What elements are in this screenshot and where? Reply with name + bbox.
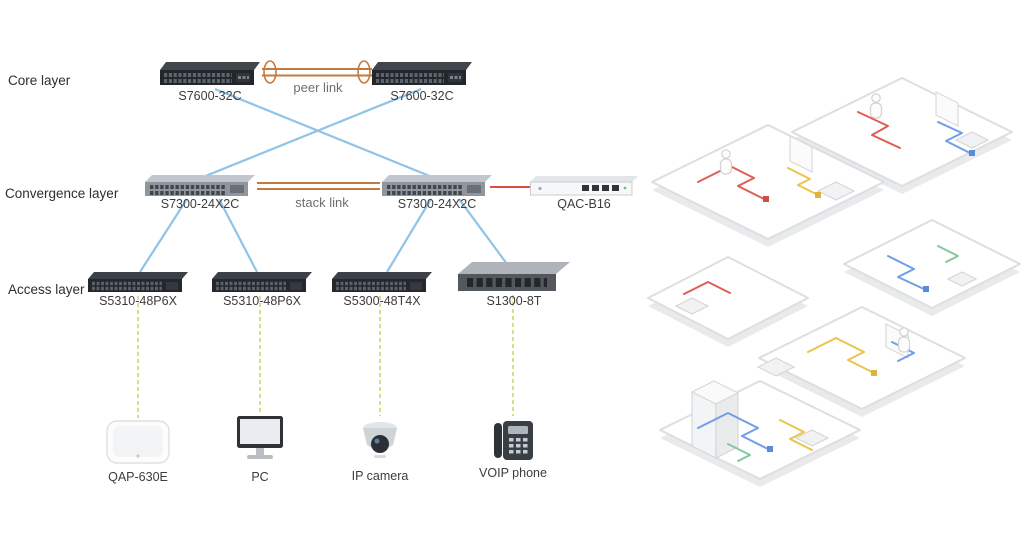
peer-link-lines xyxy=(262,60,372,84)
access-point-label: QAP-630E xyxy=(108,470,168,484)
access-switch-3 xyxy=(332,272,432,294)
voip-phone xyxy=(492,418,534,462)
wireless-controller xyxy=(530,176,638,198)
convergence-switch-left xyxy=(145,175,255,199)
endpoint-links xyxy=(137,295,514,418)
core-convergence-links xyxy=(202,87,433,179)
access-switch-4 xyxy=(458,262,570,294)
core-switch-right xyxy=(372,62,472,88)
access-switch-1 xyxy=(88,272,188,294)
voip-phone-label: VOIP phone xyxy=(479,466,547,480)
layer-label-access: Access layer xyxy=(8,282,85,297)
ip-camera-label: IP camera xyxy=(351,469,409,483)
core-switch-right-label: S7600-32C xyxy=(390,89,454,103)
access-switch-2-label: S5310-48P6X xyxy=(223,294,301,308)
ip-camera xyxy=(357,418,403,460)
access-switch-4-label: S1300-8T xyxy=(486,294,542,308)
pc-label: PC xyxy=(251,470,269,484)
access-switch-2 xyxy=(212,272,312,294)
wireless-controller-label: QAC-B16 xyxy=(557,197,611,211)
core-switch-left xyxy=(160,62,260,88)
access-switch-1-label: S5310-48P6X xyxy=(99,294,177,308)
access-point xyxy=(106,420,170,464)
layer-label-convergence: Convergence layer xyxy=(5,186,119,201)
layer-label-core: Core layer xyxy=(8,73,71,88)
convergence-access-links xyxy=(139,198,508,273)
peer-link-label: peer link xyxy=(293,80,343,95)
convergence-switch-right xyxy=(382,175,492,199)
access-switch-3-label: S5300-48T4X xyxy=(343,294,421,308)
convergence-switch-left-label: S7300-24X2C xyxy=(160,197,240,211)
stack-link-lines xyxy=(257,182,380,190)
stack-link-label: stack link xyxy=(295,195,349,210)
core-switch-left-label: S7600-32C xyxy=(178,89,242,103)
building-illustration xyxy=(647,77,1021,487)
convergence-switch-right-label: S7300-24X2C xyxy=(397,197,477,211)
pc-monitor xyxy=(235,416,285,462)
